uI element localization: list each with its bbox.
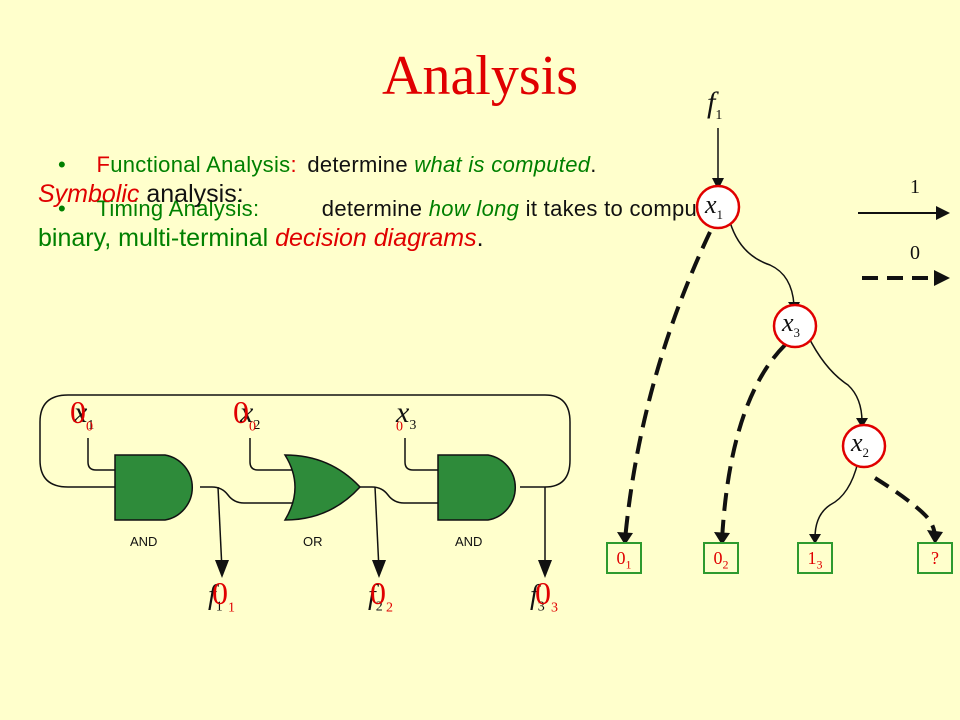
- symbolic-line2-end: .: [476, 224, 484, 252]
- symbolic-line1: Symbolic analysis:: [38, 180, 244, 209]
- gate-label-and-1: AND: [130, 534, 158, 549]
- bdd-terminal-1-3: 13: [797, 542, 833, 574]
- output-arrow-3: [538, 560, 552, 578]
- functional-emph: what is computed: [414, 152, 591, 177]
- functional-verb: determine: [307, 152, 408, 177]
- input-lead-1: [87, 438, 115, 471]
- functional-end: .: [590, 152, 597, 177]
- and-gate-2: [437, 454, 517, 521]
- functional-lead-rest: unctional Analysis: [110, 152, 291, 177]
- legend-dashed-label: 0: [910, 242, 920, 264]
- input-x3: x3: [396, 396, 417, 433]
- bullet-dot: •: [58, 196, 67, 221]
- output-f2: f2: [368, 580, 383, 615]
- input-x2: x2: [240, 396, 261, 433]
- bullet-dot: •: [58, 152, 67, 177]
- timing-verb: determine: [321, 196, 423, 221]
- bdd-node-x3-label: x3: [782, 308, 801, 341]
- gate-label-or: OR: [303, 534, 323, 549]
- input-x1-value: 00: [70, 394, 93, 435]
- edge-x2-q-dashed: [873, 476, 937, 539]
- input-x2-value: 00: [233, 394, 256, 435]
- edge-x3-x2-solid: [807, 335, 863, 423]
- bdd-node-x2-label: x2: [851, 428, 870, 461]
- timing-emph: how long: [428, 196, 520, 221]
- wire-or-and2: [358, 486, 438, 504]
- edge-x3-0-dashed: [720, 343, 787, 541]
- bdd-root-label: f1: [707, 86, 723, 123]
- timing-lead: Timing Analysis:: [96, 196, 260, 221]
- functional-colon: :: [290, 152, 297, 177]
- edge-x1-0-dashed: [623, 231, 712, 541]
- bdd-node-x2: [841, 423, 887, 469]
- legend-solid-label: 1: [910, 176, 920, 198]
- or-gate: [283, 454, 362, 521]
- symbolic-rest: analysis:: [146, 180, 244, 208]
- gate-label-and-2: AND: [455, 534, 483, 549]
- symbolic-line2-emph: decision diagrams: [275, 224, 477, 252]
- bdd-terminal-unknown: ?: [917, 542, 953, 574]
- output-f3: f3: [530, 580, 545, 615]
- output-f1: f1: [208, 580, 223, 615]
- output-arrow-1: [215, 560, 229, 578]
- bdd-terminal-0-1: 01: [606, 542, 642, 574]
- functional-lead-first: F: [96, 152, 111, 177]
- and-gate-1: [114, 454, 194, 521]
- input-x3-value: 0: [396, 419, 403, 435]
- legend-dashed-arrow: [934, 270, 950, 286]
- symbolic-line2: binary, multi-terminal decision diagrams…: [38, 224, 484, 253]
- bdd-node-x1-label: x1: [705, 190, 724, 223]
- symbolic-emph: Symbolic: [38, 180, 140, 208]
- input-lead-3: [404, 438, 438, 471]
- wire-and1-or: [200, 486, 294, 504]
- legend-solid-arrow: [936, 206, 950, 220]
- output-arrow-2: [372, 560, 386, 578]
- output-f3-value: 03: [535, 575, 558, 616]
- bdd-node-x3: [772, 303, 818, 349]
- edge-x1-x3-solid: [729, 221, 795, 306]
- page-title: Analysis: [382, 45, 578, 107]
- output-f1-value: 01: [212, 575, 235, 616]
- edge-x2-1-solid: [814, 461, 859, 539]
- feedback-loop: [39, 394, 571, 488]
- bdd-node-x1: [695, 184, 741, 230]
- input-x1: x1: [74, 396, 95, 433]
- bdd-terminal-0-2: 02: [703, 542, 739, 574]
- root-arrow: [712, 178, 724, 190]
- bullet-functional: • Functional Analysis: determine what is…: [58, 152, 597, 178]
- symbolic-line2-lead: binary, multi-terminal: [38, 224, 269, 252]
- output-f2-value: 02: [370, 575, 393, 616]
- input-lead-2: [249, 438, 295, 471]
